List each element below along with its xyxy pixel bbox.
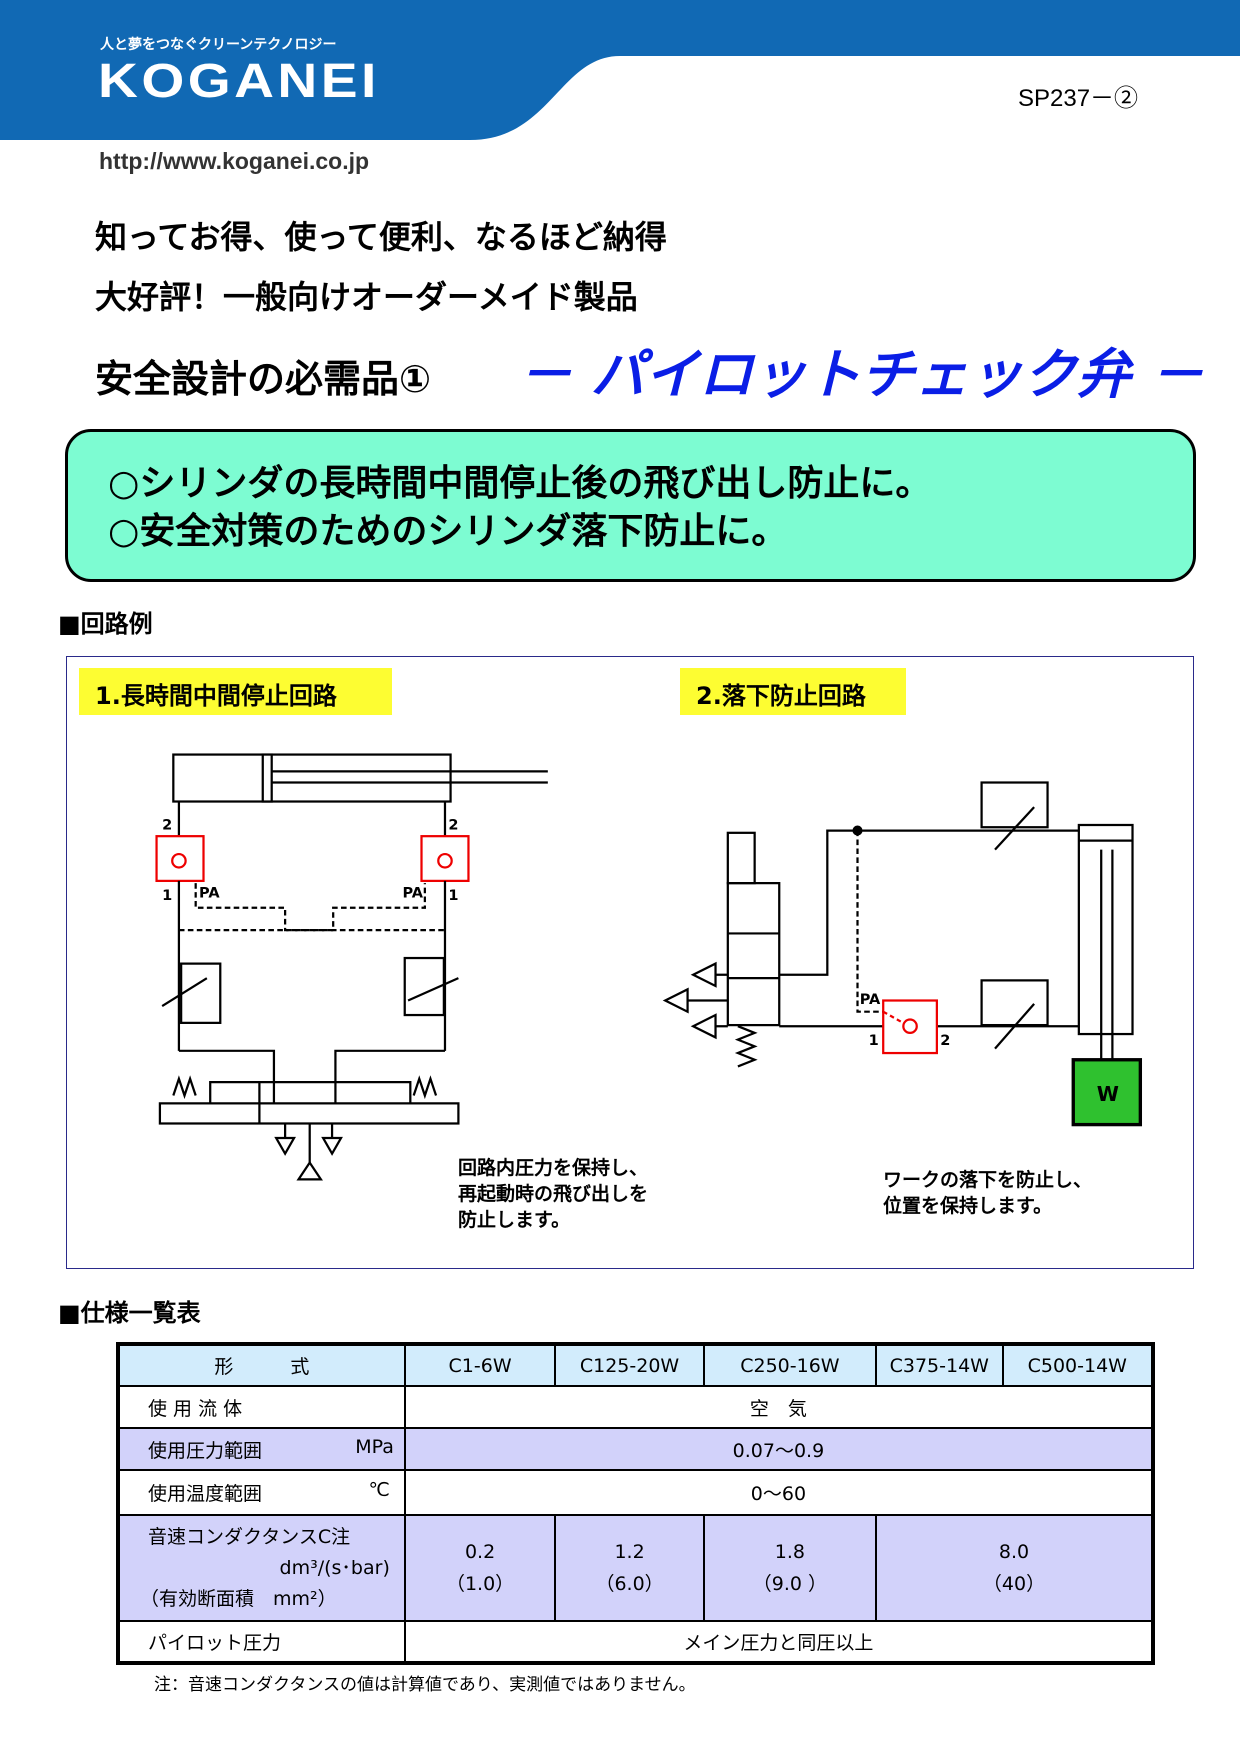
row-label: 使用圧力範囲 MPa bbox=[117, 1427, 406, 1471]
table-row: 使用圧力範囲 MPa 0.07～0.9 bbox=[117, 1427, 1155, 1471]
table-note: 注：音速コンダクタンスの値は計算値であり、実測値ではありません。 bbox=[154, 1675, 696, 1695]
cell: 0.2（1.0） bbox=[403, 1514, 557, 1622]
circuit-heading: ■回路例 bbox=[58, 610, 153, 638]
cell: 空 気 bbox=[403, 1385, 1155, 1429]
label-text: 使用圧力範囲 bbox=[148, 1439, 263, 1462]
document-number: SP237－② bbox=[1018, 85, 1139, 112]
caption-line: 再起動時の飛び出しを bbox=[458, 1183, 649, 1205]
port-label: 1 bbox=[162, 888, 172, 904]
headline-1: 知ってお得、使って便利、なるほど納得 bbox=[95, 218, 667, 256]
label-text: 音速コンダクタンスC注 bbox=[148, 1525, 351, 1548]
spec-table: 形 式 C1-6W C125-20W C250-16W C375-14W C50… bbox=[116, 1342, 1155, 1665]
circuit-diagram-box bbox=[66, 656, 1194, 1269]
port-label: 2 bbox=[162, 817, 172, 833]
port-label: 1 bbox=[869, 1033, 879, 1049]
weight-label: W bbox=[1097, 1082, 1119, 1106]
model-cell: C375-14W bbox=[875, 1343, 1004, 1387]
row-label: 使 用 流 体 bbox=[117, 1385, 406, 1429]
unit: MPa bbox=[355, 1435, 394, 1458]
model-cell: C500-14W bbox=[1001, 1343, 1155, 1387]
header-cell: 形 式 bbox=[117, 1343, 406, 1387]
caption-line: ワークの落下を防止し、 bbox=[883, 1169, 1093, 1191]
circuit2-drawing bbox=[662, 781, 1143, 1127]
model-cell: C125-20W bbox=[554, 1343, 705, 1387]
cell: 8.0（40） bbox=[875, 1514, 1154, 1622]
headline-3: 安全設計の必需品① bbox=[95, 357, 432, 401]
caption-line: 防止します。 bbox=[458, 1209, 571, 1231]
cell: 1.2（6.0） bbox=[554, 1514, 705, 1622]
row-label: パイロット圧力 bbox=[117, 1620, 406, 1664]
table-row: 形 式 C1-6W C125-20W C250-16W C375-14W C50… bbox=[117, 1343, 1155, 1387]
header-banner bbox=[0, 0, 1240, 140]
feature-box: ○シリンダの長時間中間停止後の飛び出し防止に。 ○安全対策のためのシリンダ落下防… bbox=[65, 429, 1196, 582]
port-label: 2 bbox=[940, 1033, 950, 1049]
circuit1-label: 1.長時間中間停止回路 bbox=[79, 668, 392, 715]
cell: 0.07～0.9 bbox=[403, 1427, 1155, 1471]
table-row: 音速コンダクタンスC注 dm³/(s･bar) （有効断面積 mm²） 0.2（… bbox=[117, 1514, 1154, 1622]
spec-heading: ■仕様一覧表 bbox=[58, 1299, 201, 1327]
port-label: 2 bbox=[448, 817, 458, 833]
port-label: PA bbox=[199, 886, 220, 902]
circuit2-caption: ワークの落下を防止し、 位置を保持します。 bbox=[883, 1167, 1092, 1219]
caption-line: 回路内圧力を保持し、 bbox=[458, 1157, 649, 1179]
feature-item: ○シリンダの長時間中間停止後の飛び出し防止に。 bbox=[108, 463, 932, 504]
model-cell: C1-6W bbox=[403, 1343, 557, 1387]
row-label: 使用温度範囲 ℃ bbox=[117, 1469, 406, 1516]
koganei-logo: KOGANEI bbox=[98, 55, 380, 108]
headline-2: 大好評！一般向けオーダーメイド製品 bbox=[95, 278, 638, 316]
table-row: 使用温度範囲 ℃ 0～60 bbox=[117, 1469, 1155, 1516]
model-cell: C250-16W bbox=[702, 1343, 878, 1387]
port-label: 1 bbox=[448, 888, 458, 904]
sub-label: （有効断面積 mm²） bbox=[140, 1587, 337, 1610]
port-label: PA bbox=[402, 886, 423, 902]
circuit-diagrams: 2 1 PA 2 1 PA 1 2 PA W bbox=[155, 753, 1143, 1181]
unit: ℃ bbox=[368, 1479, 390, 1501]
cell: メイン圧力と同圧以上 bbox=[403, 1620, 1155, 1664]
table-row: パイロット圧力 メイン圧力と同圧以上 bbox=[117, 1620, 1155, 1664]
unit: dm³/(s･bar) bbox=[279, 1556, 390, 1579]
circuit1-drawing bbox=[155, 753, 548, 1181]
row-label: 音速コンダクタンスC注 dm³/(s･bar) （有効断面積 mm²） bbox=[117, 1514, 406, 1622]
label-text: 使用温度範囲 bbox=[148, 1483, 263, 1505]
product-title: － パイロットチェック弁 － bbox=[518, 343, 1204, 406]
port-label: PA bbox=[860, 992, 881, 1008]
cell: 0～60 bbox=[403, 1469, 1155, 1516]
tagline: 人と夢をつなぐクリーンテクノロジー bbox=[100, 37, 337, 53]
circuit2-label: 2.落下防止回路 bbox=[680, 668, 906, 715]
cell: 1.8（9.0 ） bbox=[702, 1514, 878, 1622]
caption-line: 位置を保持します。 bbox=[883, 1195, 1053, 1217]
table-row: 使 用 流 体 空 気 bbox=[117, 1385, 1155, 1429]
circuit1-caption: 回路内圧力を保持し、 再起動時の飛び出しを 防止します。 bbox=[458, 1155, 648, 1233]
feature-item: ○安全対策のためのシリンダ落下防止に。 bbox=[108, 511, 788, 552]
website-link[interactable]: http://www.koganei.co.jp bbox=[99, 148, 370, 174]
